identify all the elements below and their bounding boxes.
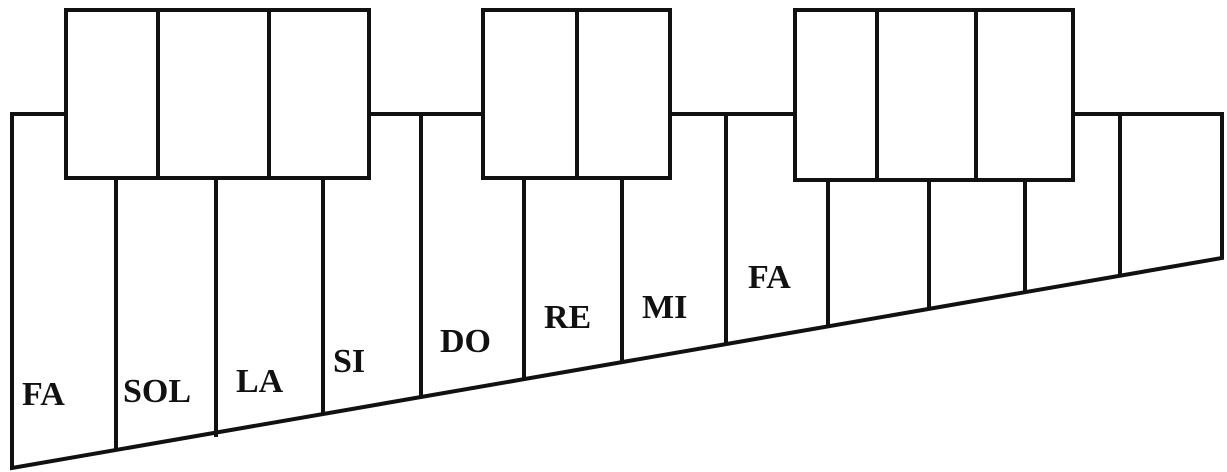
black-key-group-3 (793, 8, 1075, 182)
black-key (974, 8, 1075, 182)
black-key-group-2 (481, 8, 672, 180)
black-key (156, 8, 271, 180)
note-label-fa-high: FA (748, 259, 791, 296)
black-key (481, 8, 579, 180)
note-label-re: RE (544, 299, 591, 336)
black-key (793, 8, 879, 182)
note-label-fa: FA (22, 376, 65, 413)
note-label-la: LA (236, 363, 284, 400)
note-label-sol: SOL (123, 373, 191, 410)
note-label-do: DO (440, 323, 491, 360)
note-label-si: SI (333, 343, 365, 380)
white-key-dividers (114, 114, 1122, 450)
black-key (64, 8, 160, 180)
black-key-group-1 (64, 8, 371, 180)
note-label-mi: MI (642, 289, 687, 326)
note-labels: FA SOL LA SI DO RE MI FA (22, 259, 791, 413)
black-key (575, 8, 672, 180)
black-key (267, 8, 371, 180)
black-key (875, 8, 978, 182)
